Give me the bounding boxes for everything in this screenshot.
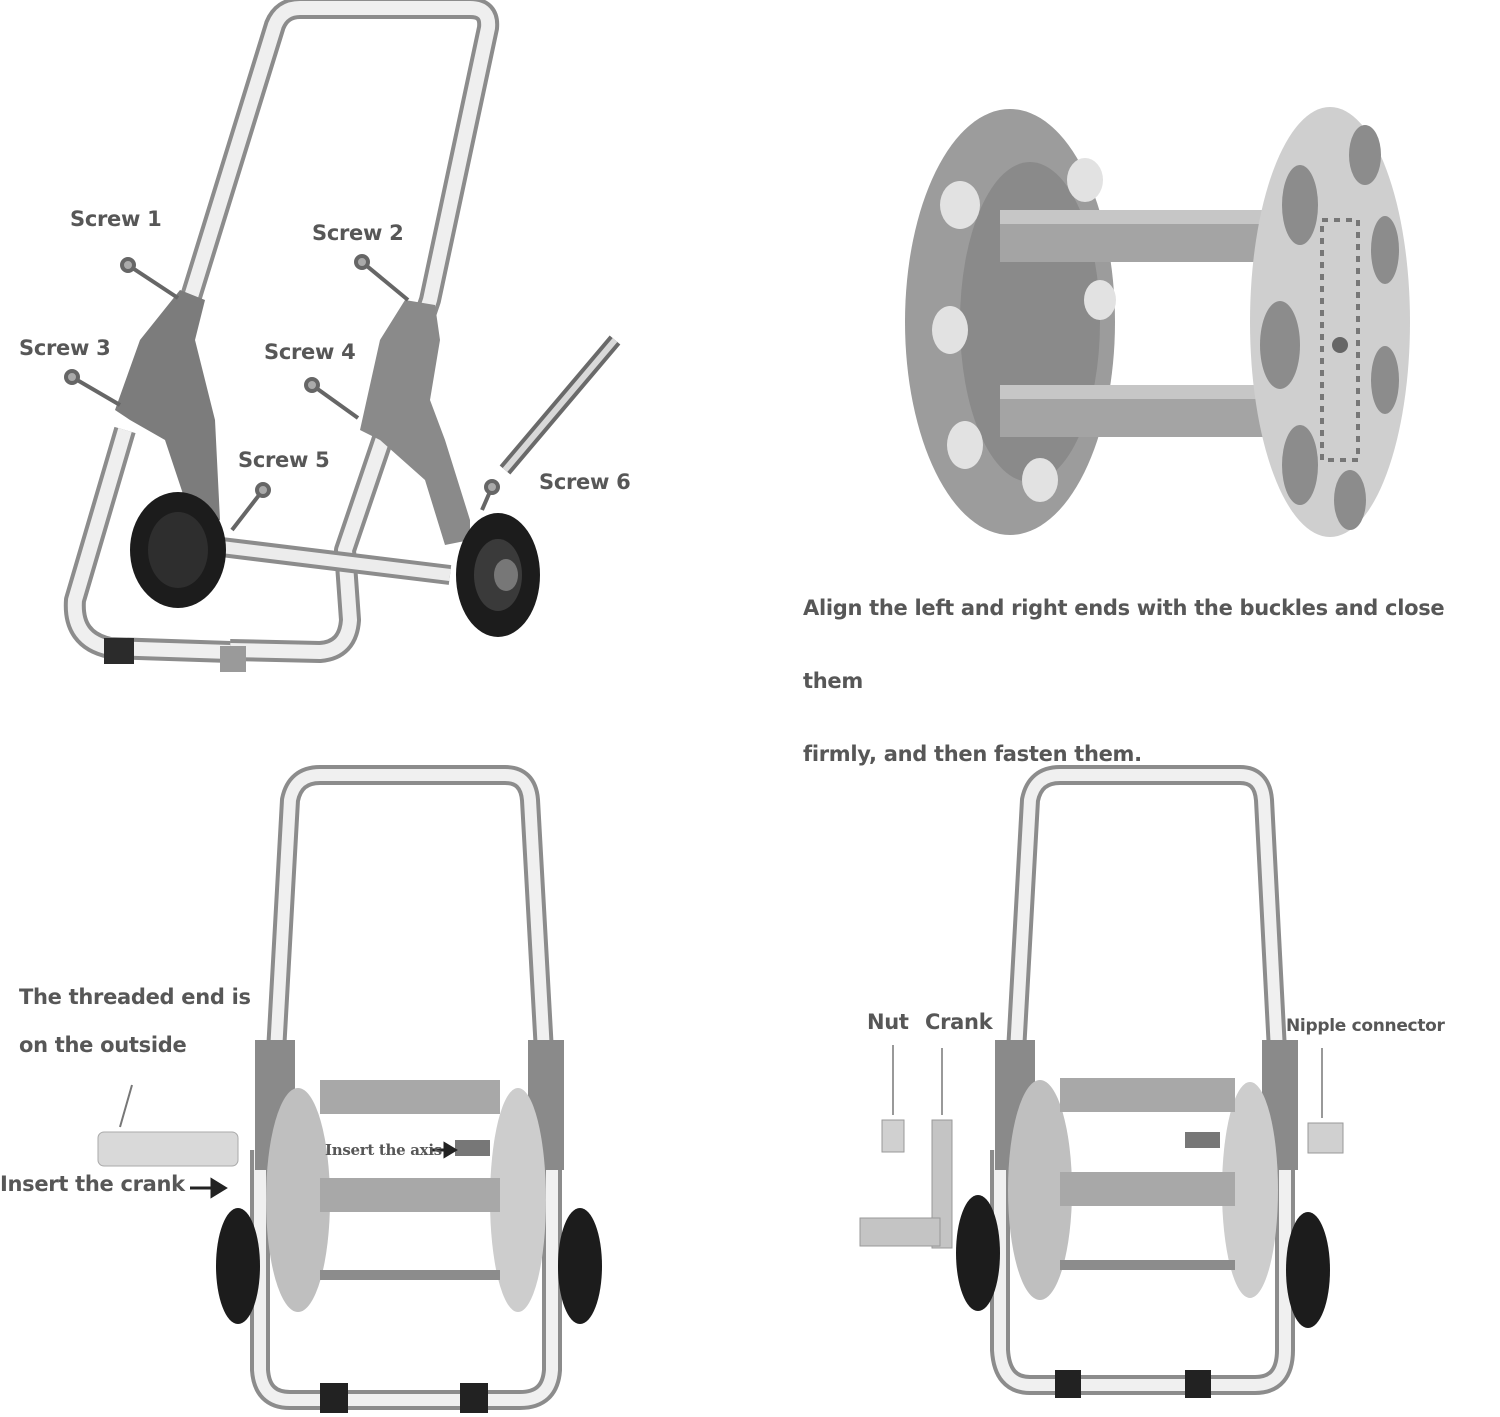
insert-crank-label: Insert the crank (0, 1172, 185, 1196)
threaded-end-label-line2: on the outside (19, 1033, 187, 1057)
screw-label-4: Screw 4 (264, 340, 356, 364)
crank-part (931, 1119, 953, 1249)
flange-left (1008, 1080, 1072, 1300)
threaded-end-label-line1: The threaded end is (19, 985, 251, 1009)
wheel-left (216, 1208, 260, 1324)
screw-label-1: Screw 1 (70, 207, 162, 231)
cart-assembly-crank (97, 765, 602, 1413)
wheel-right (1286, 1212, 1330, 1328)
wheel-left (956, 1195, 1000, 1311)
screw-label-5: Screw 5 (238, 448, 330, 472)
nut-part (881, 1119, 905, 1153)
right-bracket (360, 300, 470, 545)
reel-drum (905, 107, 1410, 537)
screw-label-3: Screw 3 (19, 336, 111, 360)
flange-right (1222, 1082, 1278, 1298)
crank-label: Crank (925, 1010, 993, 1034)
wheel-right (558, 1208, 602, 1324)
flange-right (490, 1088, 546, 1312)
cart-assembly-parts (859, 765, 1344, 1398)
screw-label-2: Screw 2 (312, 221, 404, 245)
cart-frame-exploded (63, 0, 621, 672)
insert-axis-label: Insert the axis (325, 1141, 442, 1159)
foot-cap-icon (104, 638, 134, 664)
nut-label: Nut (867, 1010, 909, 1034)
left-bracket (115, 290, 220, 530)
reel-instruction: Align the left and right ends with the b… (803, 572, 1493, 791)
nipple-connector-part (1307, 1122, 1344, 1154)
flange-left (266, 1088, 330, 1312)
reel-instruction-line1: Align the left and right ends with the b… (803, 596, 1445, 693)
crank-part (97, 1131, 239, 1167)
reel-instruction-line2: firmly, and then fasten them. (803, 742, 1142, 766)
screw-label-6: Screw 6 (539, 470, 631, 494)
nipple-connector-label: Nipple connector (1286, 1016, 1445, 1036)
